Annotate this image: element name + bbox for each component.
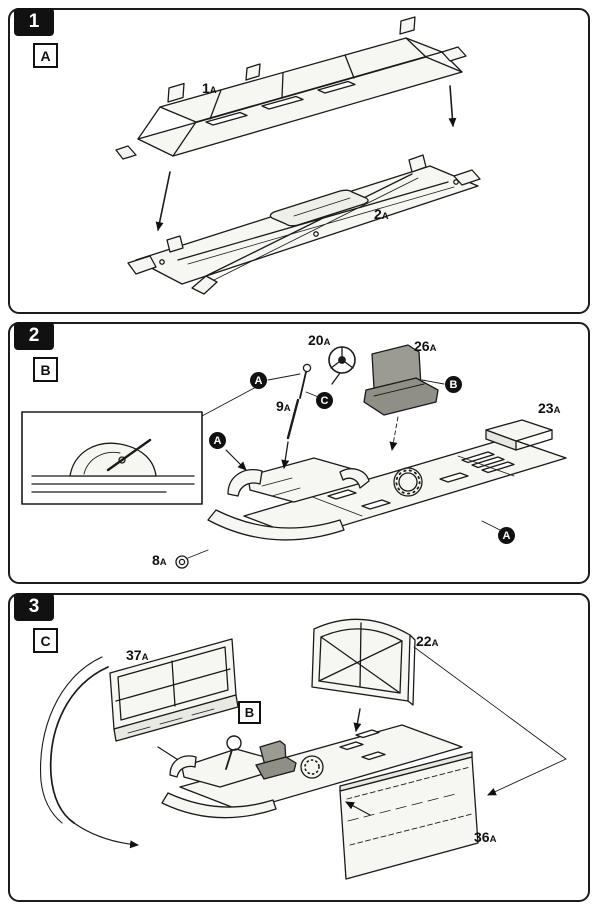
part-label-23a: 23A <box>538 400 561 416</box>
seat-drop-line <box>389 416 399 451</box>
alignment-guide-lines <box>413 646 567 796</box>
part-label-20a: 20A <box>308 332 331 348</box>
part-label-8a: 8A <box>152 552 167 568</box>
floor-pan-holes <box>159 179 459 265</box>
callout-c-lever: C <box>316 392 333 409</box>
floor-pan-x-braces-inner <box>187 177 455 281</box>
detail-inset-box <box>21 385 259 505</box>
grommet-8a <box>175 555 189 569</box>
gear-lever <box>299 363 312 399</box>
steering-column-9a <box>281 398 300 469</box>
front-body-shell <box>207 457 370 541</box>
step-number-badge: 1 <box>14 8 54 36</box>
frame-crossmembers <box>209 54 355 120</box>
assembly-arrow-body <box>225 449 247 471</box>
step-number-badge: 2 <box>14 322 54 350</box>
rear-bulkhead-22a <box>311 618 416 706</box>
frame-cutouts <box>205 80 356 126</box>
side-panel-36a <box>339 751 479 880</box>
assembly-arrow-left <box>155 171 171 231</box>
seat-26a <box>363 344 439 416</box>
step-1-panel: 1 A 1A 2A <box>8 8 590 314</box>
step-2-diagram <box>21 344 567 569</box>
floor-seams <box>309 455 515 517</box>
chassis-subassembly-b <box>161 724 463 819</box>
subassembly-letter-badge: B <box>33 357 58 382</box>
floor-ring-mount <box>393 467 423 497</box>
assembly-arrow-bulkhead <box>353 708 362 732</box>
part-label-1a: 1A <box>202 80 217 96</box>
step-3-diagram <box>39 618 567 880</box>
step-1-diagram <box>115 16 481 295</box>
subassembly-ref-badge-b: B <box>238 701 261 724</box>
part-label-36a: 36A <box>474 829 497 845</box>
part-label-37a: 37A <box>126 647 149 663</box>
step-2-panel: 2 B 20A 26A 9A 23A 8A A C B A A <box>8 322 590 584</box>
callout-b-seat: B <box>445 376 462 393</box>
callout-a-steering: A <box>250 372 267 389</box>
steering-wheel-20a <box>328 346 356 385</box>
floor-slats <box>327 451 515 510</box>
part-label-2a: 2A <box>374 206 389 222</box>
chassis-floor-pan-2a <box>127 154 481 295</box>
floor-pan-x-braces <box>177 173 449 277</box>
part-label-22a: 22A <box>416 633 439 649</box>
subassembly-letter-badge: A <box>33 43 58 68</box>
assembly-arrow-side-panel <box>345 801 371 816</box>
canvas-straps <box>39 656 139 849</box>
subassembly-letter-badge: C <box>33 628 58 653</box>
step-number-badge: 3 <box>14 593 54 621</box>
step-3-panel: 3 C B 37A 22A 36A <box>8 593 590 902</box>
callout-a-floor: A <box>498 527 515 544</box>
part-label-9a: 9A <box>276 398 291 414</box>
part-label-26a: 26A <box>414 338 437 354</box>
chassis-upper-frame-1a <box>115 16 467 160</box>
assembly-arrow-right <box>448 85 457 127</box>
callout-a-body: A <box>209 432 226 449</box>
